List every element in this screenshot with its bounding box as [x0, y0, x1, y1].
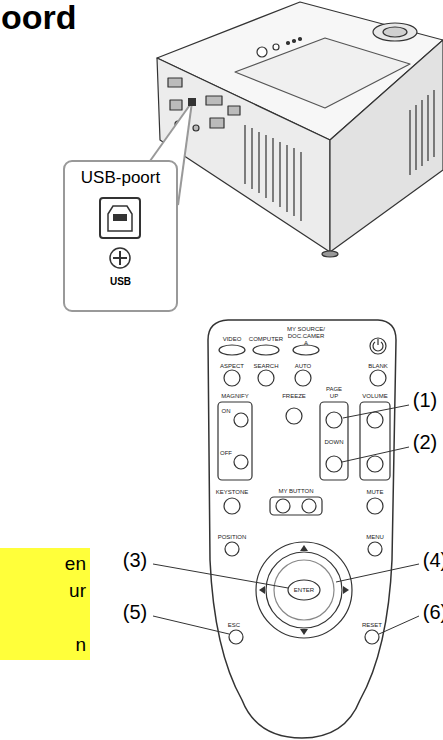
button-label: MENU	[366, 534, 384, 541]
button-label: SEARCH	[253, 363, 278, 370]
label-slot: (2)	[413, 431, 437, 454]
button-label: BLANK	[368, 363, 388, 370]
label-slot: PAGE UP	[323, 386, 345, 400]
label-slot: SEARCH	[253, 363, 278, 370]
button-label: MY BUTTON	[278, 488, 313, 495]
callout-number: (5)	[123, 601, 147, 624]
leader-lines	[153, 405, 419, 634]
label-slot: MY BUTTON	[278, 488, 313, 495]
label-slot: DOWN	[325, 439, 344, 446]
label-slot: (6)	[423, 601, 443, 624]
label-slot: FREEZE	[282, 393, 306, 400]
label-slot: POSITION	[218, 534, 247, 541]
label-slot: MUTE	[367, 489, 384, 496]
usb-callout-box: USB-poortUSB	[63, 160, 178, 312]
button-label: ON	[222, 408, 231, 415]
label-slot: ESC	[228, 622, 240, 629]
label-slot: BLANK	[368, 363, 388, 370]
callout-number: (3)	[123, 549, 147, 572]
button-label: COMPUTER	[249, 336, 283, 343]
label-slot: ASPECT	[220, 363, 244, 370]
label-slot: VIDEO	[223, 336, 242, 343]
label-slot: MY SOURCE/DOC.CAMERA	[287, 326, 325, 347]
callout-pointer	[150, 98, 196, 205]
port-heading: USB-poort	[81, 168, 160, 188]
label-slot: RESET	[362, 622, 382, 629]
label-slot: (4)	[423, 549, 443, 572]
usb-port-icon	[100, 198, 140, 268]
button-label: VOLUME	[362, 393, 387, 400]
page-heading: oord	[1, 0, 77, 34]
button-label: OFF	[220, 450, 232, 457]
label-slot: OFF	[220, 450, 232, 457]
button-label: VIDEO	[223, 336, 242, 343]
button-label: ESC	[228, 622, 240, 629]
label-slot: COMPUTER	[249, 336, 283, 343]
button-label: MY SOURCE/DOC.CAMERA	[287, 326, 325, 347]
button-label: PAGE UP	[323, 386, 345, 400]
note-text: n	[75, 631, 86, 658]
label-slot: (5)	[123, 601, 147, 624]
button-label: MAGNIFY	[221, 393, 248, 400]
label-slot: MENU	[366, 534, 384, 541]
label-slot: VOLUME	[362, 393, 387, 400]
label-slot: MAGNIFY	[221, 393, 248, 400]
label-slot: (1)	[413, 389, 437, 412]
callout-number: (6)	[423, 601, 443, 624]
button-label: ASPECT	[220, 363, 244, 370]
projector-drawing	[157, 2, 443, 257]
button-label: FREEZE	[282, 393, 306, 400]
callout-number: (2)	[413, 431, 437, 454]
port-symbol-label: USB	[110, 276, 131, 288]
button-label: DOWN	[325, 439, 344, 446]
button-label: KEYSTONE	[216, 489, 249, 496]
callout-number: (1)	[413, 389, 437, 412]
note-text: en ur	[65, 550, 86, 604]
remote-control	[208, 320, 396, 738]
label-slot: ENTER	[294, 587, 314, 594]
callout-number: (4)	[423, 549, 443, 572]
label-slot: KEYSTONE	[216, 489, 249, 496]
button-label: ENTER	[294, 587, 314, 594]
button-label: RESET	[362, 622, 382, 629]
button-label: AUTO	[295, 363, 312, 370]
label-slot: (3)	[123, 549, 147, 572]
label-slot: AUTO	[295, 363, 312, 370]
label-slot: ON	[222, 408, 231, 415]
button-label: MUTE	[367, 489, 384, 496]
note-box: en ur n	[0, 548, 90, 660]
button-label: POSITION	[218, 534, 247, 541]
heading-slot: oord	[1, 0, 77, 34]
